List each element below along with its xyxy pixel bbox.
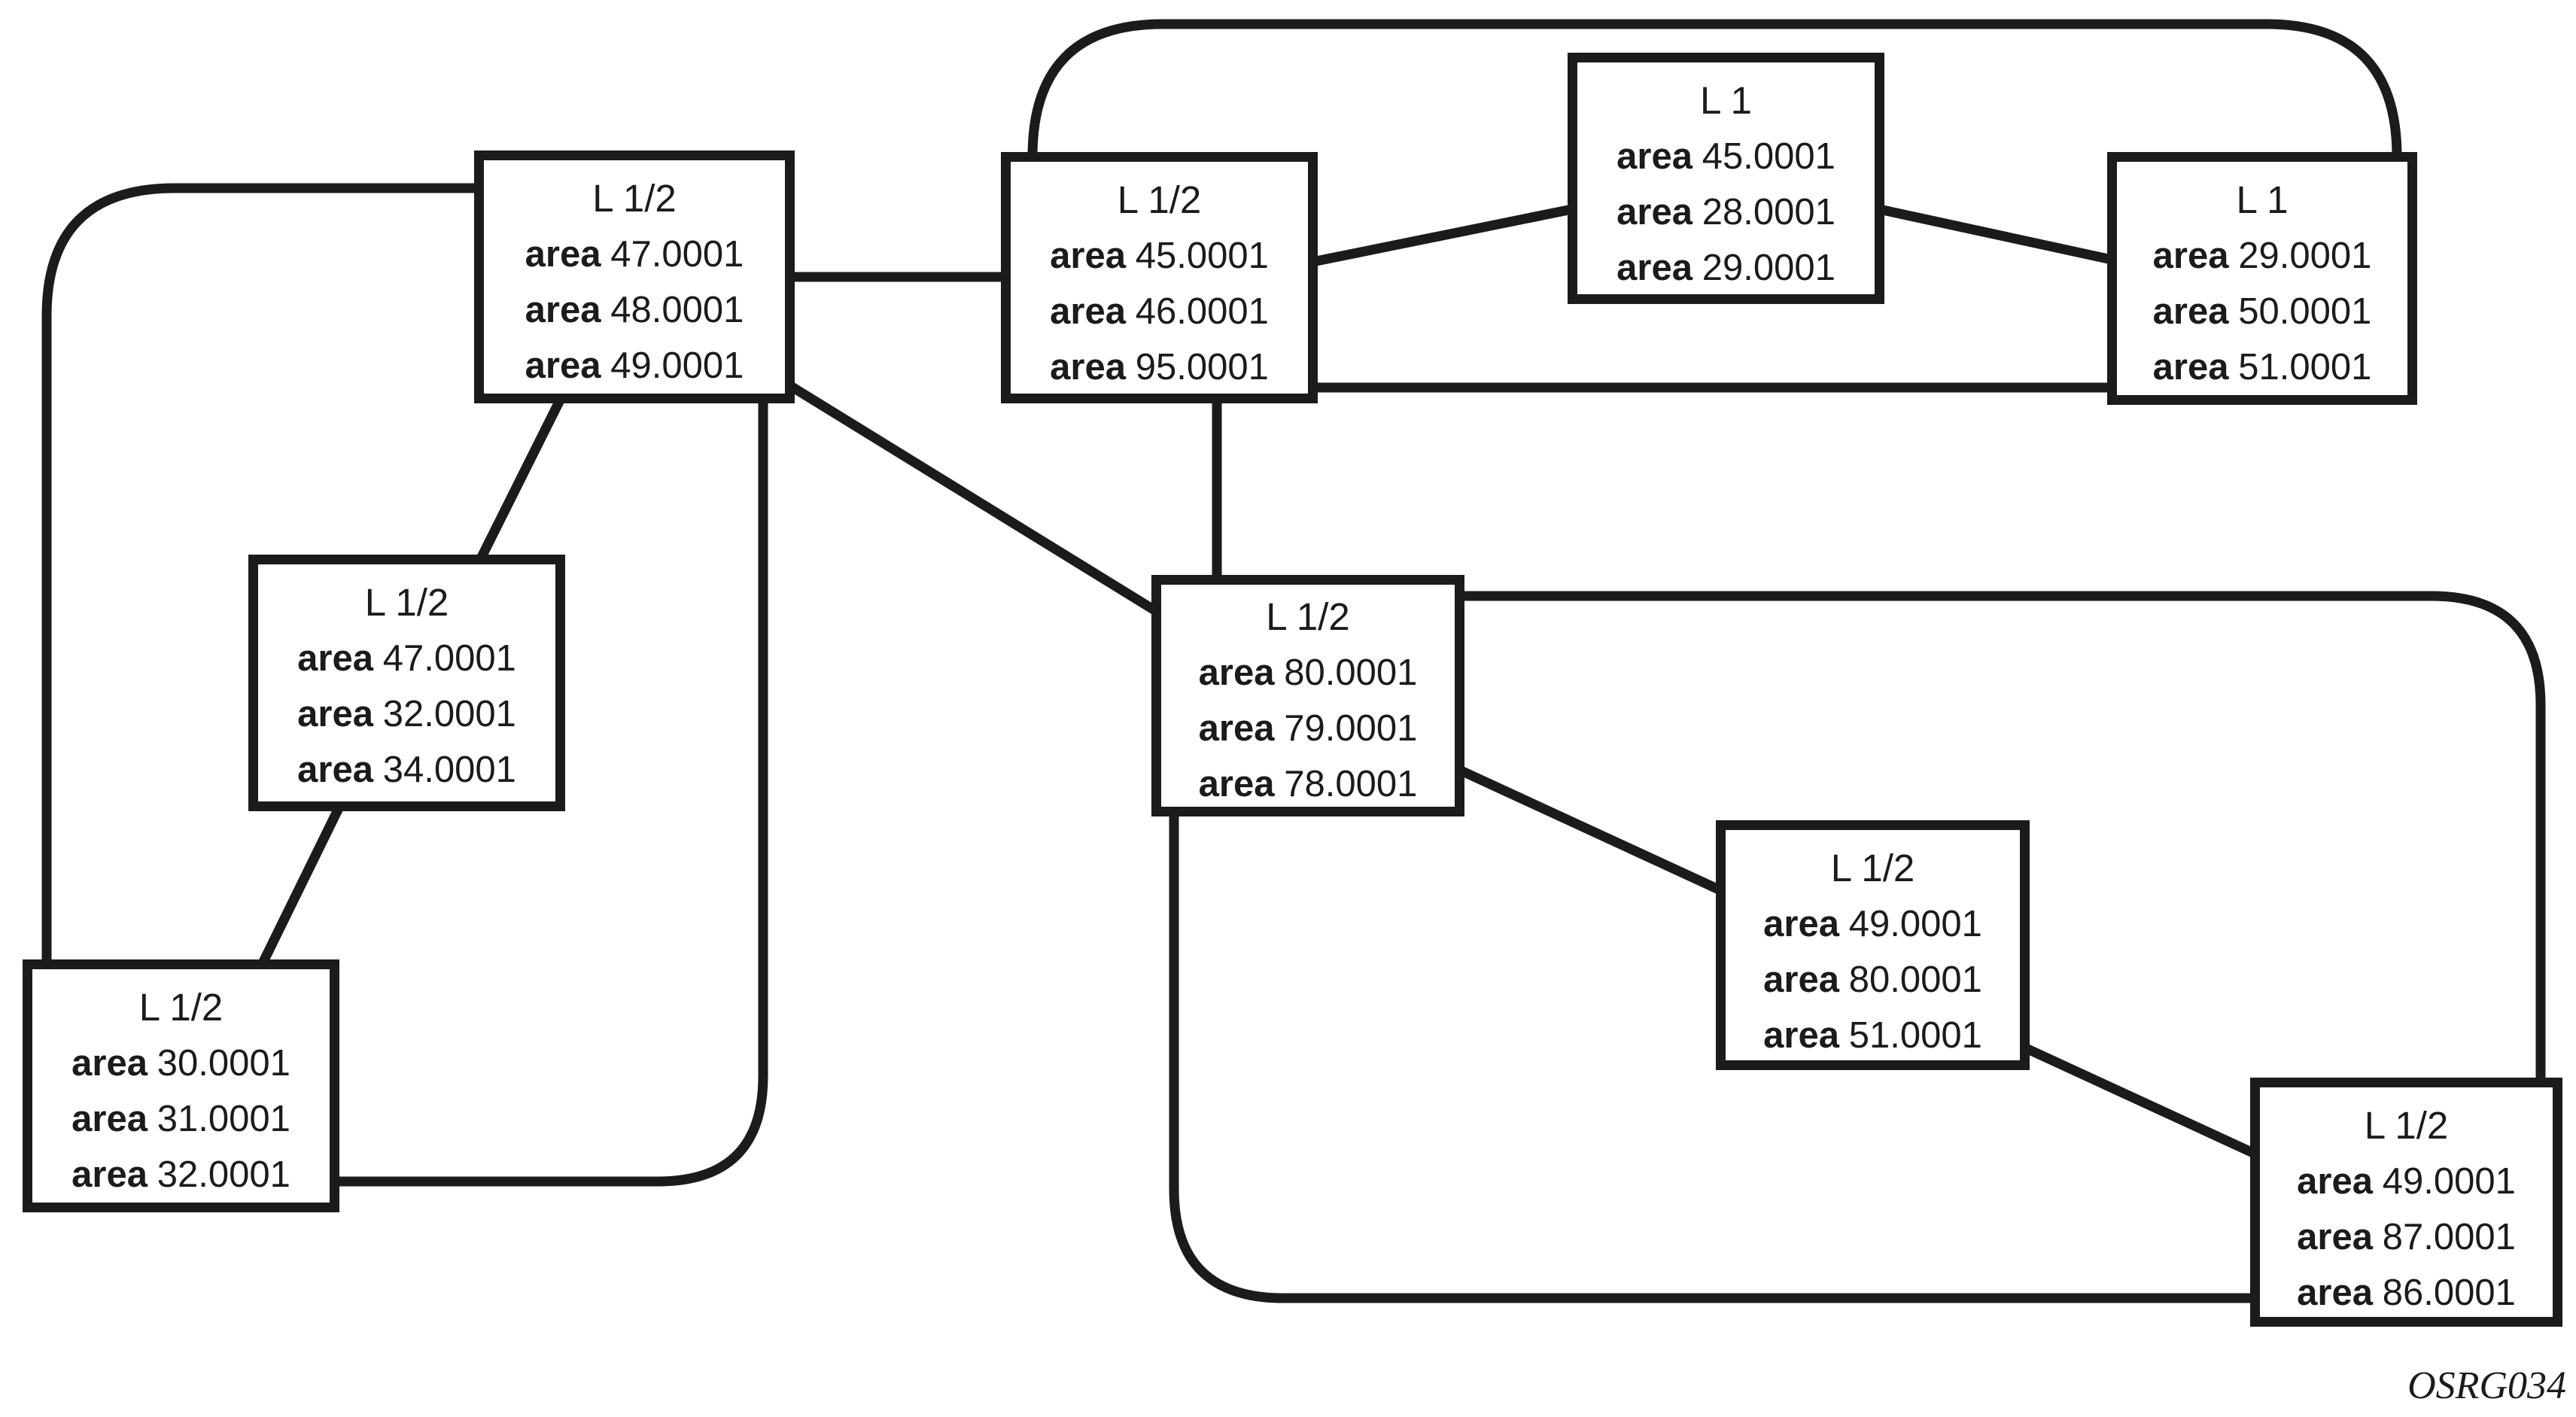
link-n1-n7	[783, 379, 1163, 618]
node-level: L 1/2	[592, 177, 677, 220]
link-n7-n9-bottom-loop	[1169, 806, 2260, 1303]
node-level: L 1/2	[1117, 178, 1202, 221]
node-level: L 1/2	[2364, 1104, 2449, 1147]
link-n1-n6-bottom-loop	[329, 392, 768, 1187]
link-n7-n8	[1452, 763, 1727, 897]
link-n1-n5	[473, 391, 568, 567]
node-level: L 1/2	[138, 986, 224, 1029]
link-n1-n6-left-loop	[41, 183, 479, 970]
link-n7-n9-right-loop	[1454, 591, 2546, 1087]
node-level: L 1/2	[364, 581, 449, 624]
link-n5-n6	[255, 798, 347, 972]
link-n3-n4	[1873, 203, 2118, 266]
link-n8-n9	[2018, 1041, 2261, 1160]
node-level: L 1/2	[1830, 847, 1915, 889]
figure-reference-label: OSRG034	[2407, 1364, 2566, 1407]
node-level: L 1	[1699, 79, 1752, 122]
node-level: L 1/2	[1266, 595, 1350, 638]
node-level: L 1	[2236, 178, 2289, 221]
link-n2-n4-top-arc	[1027, 19, 2402, 162]
link-n2-n3	[1306, 203, 1578, 268]
